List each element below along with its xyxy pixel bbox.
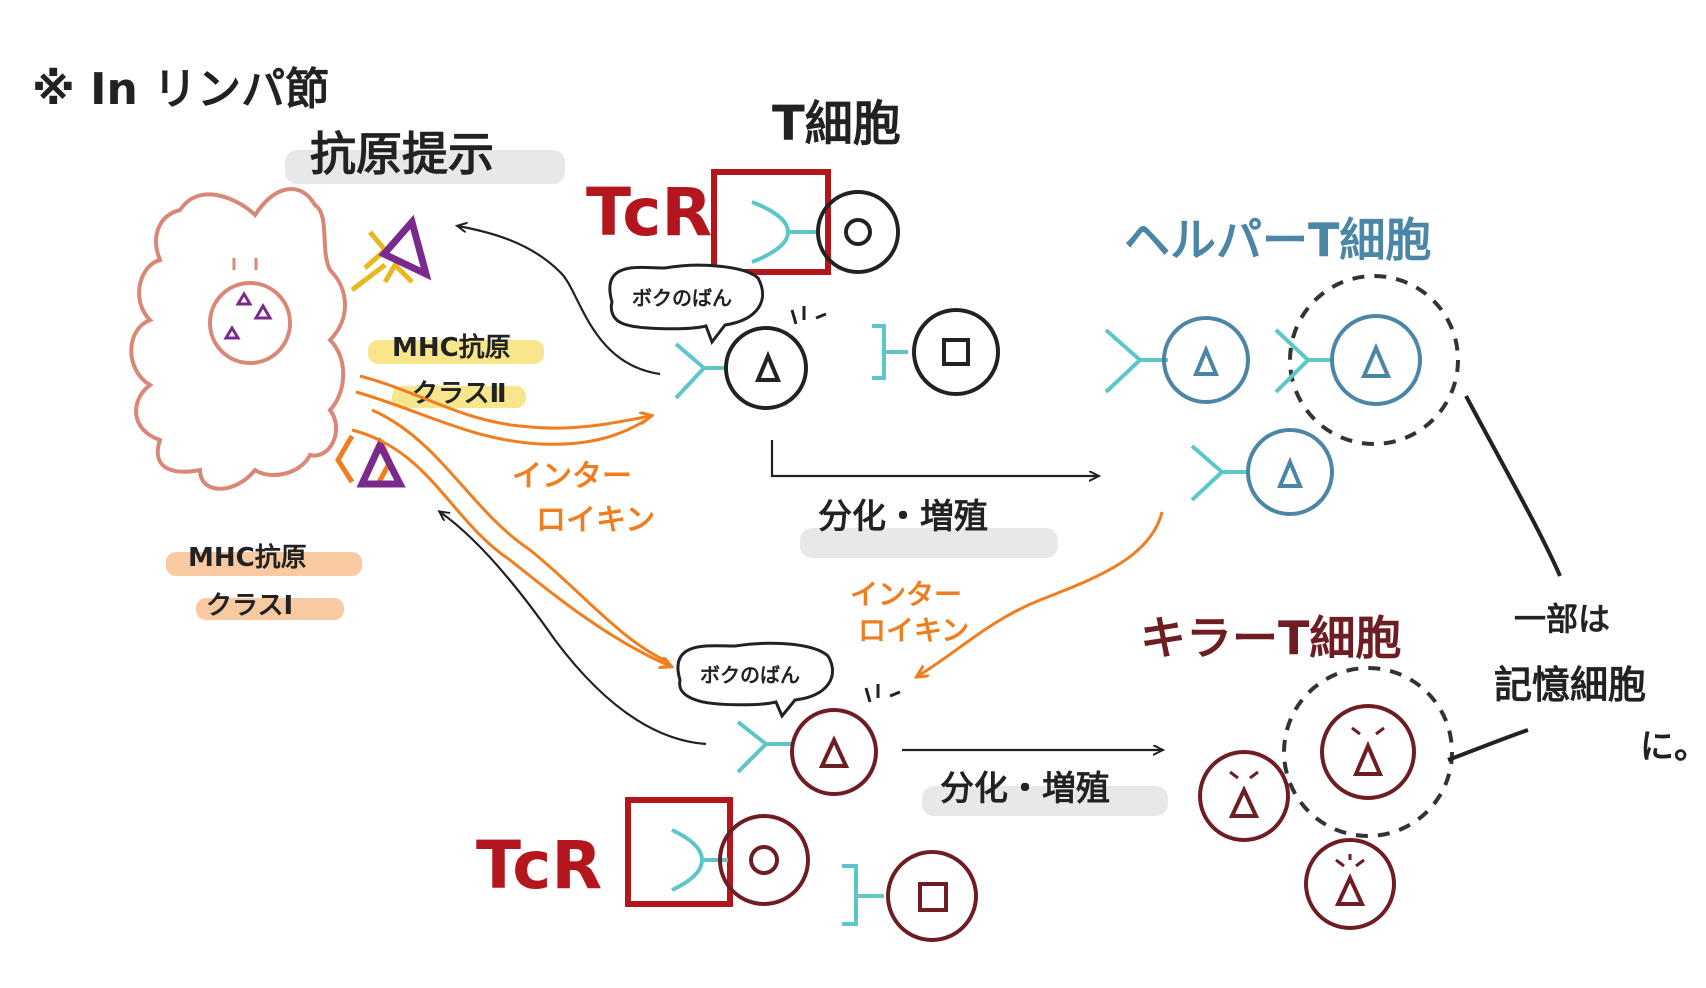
- svg-text:ボクのばん: ボクのばん: [632, 286, 732, 310]
- highlight-mhc2-line2: [392, 386, 526, 408]
- helper-t-cell-memory: [1274, 274, 1460, 446]
- differentiate-label-2: 分化・増殖: [940, 769, 1110, 809]
- tcr-box-bottom: [625, 797, 733, 907]
- mhc2-line2: クラスⅡ: [412, 379, 507, 409]
- svg-text:ボクのばん: ボクのばん: [700, 663, 800, 687]
- memory-note-line3: に。: [1640, 727, 1706, 767]
- killer-t-cell-memory: [1282, 666, 1454, 838]
- helper-t-title: ヘルパーT細胞: [1124, 213, 1431, 267]
- mhc-class1-antigen: [335, 434, 406, 488]
- interleukin2-line1: インター: [850, 578, 962, 611]
- memory-note-line1: 一部は: [1514, 600, 1610, 638]
- memory-note-line2: 記憶細胞: [1494, 663, 1646, 707]
- t-cell-square-top: [872, 308, 1000, 396]
- cytokine-arrow-2b: [371, 408, 669, 664]
- highlight-mhc2-line1: [368, 340, 544, 364]
- t-cell-activated-bottom: [736, 684, 901, 796]
- mhc1-line2: クラスⅠ: [206, 591, 293, 621]
- t-cell-activated-top: [674, 306, 827, 410]
- cytokine-arrow-1b: [355, 390, 647, 446]
- t-cell-circle-top: [751, 190, 900, 274]
- killer-t-title: キラーT細胞: [1140, 611, 1401, 665]
- differentiate-label-1: 分化・増殖: [818, 497, 988, 537]
- dendritic-cell: [129, 187, 347, 491]
- arrow-diff-top: [770, 440, 1098, 476]
- highlight-mhc1-line2: [196, 598, 344, 620]
- tcr-label-bottom: TcR: [476, 827, 602, 904]
- mhc1-line1: MHC抗原: [188, 542, 307, 573]
- helper-t-cell-1: [1104, 316, 1250, 404]
- tcr-label-top: TcR: [586, 174, 712, 251]
- mhc2-line1: MHC抗原: [392, 332, 511, 363]
- t-cell-circle-bottom: [671, 814, 810, 906]
- speech-bubble-bottom: ボクのばん: [676, 641, 834, 719]
- antigen-presentation-label: 抗原提示: [310, 127, 494, 181]
- killer-t-cell-1: [1198, 750, 1290, 842]
- cytokine-arrow-2: [351, 428, 670, 666]
- killer-t-cell-2: [1304, 838, 1396, 930]
- cytokine-arrow-3: [918, 511, 1164, 676]
- nucleus: [208, 281, 292, 365]
- tcr-box-top: [711, 169, 831, 275]
- highlight-mhc1-line1: [166, 552, 362, 576]
- interleukin2-line2: ロイキン: [858, 614, 969, 647]
- memory-line-bottom: [1447, 728, 1529, 762]
- arrow-to-antigen-bottom: [440, 512, 707, 746]
- lymph-node-note: ※ In リンパ節: [32, 64, 329, 115]
- helper-t-cell-2: [1190, 428, 1334, 516]
- highlight-diff1: [800, 528, 1058, 558]
- interleukin1-line1: インター: [512, 459, 632, 494]
- mhc-class2-antigen: [350, 214, 432, 292]
- speech-bubble-top: ボクのばん: [608, 263, 764, 346]
- interleukin1-line2: ロイキン: [536, 503, 655, 538]
- memory-line-top: [1464, 395, 1562, 577]
- t-cell-square-bottom: [842, 850, 978, 942]
- t-cell-title: T細胞: [772, 96, 901, 152]
- highlight-diff2: [922, 786, 1168, 816]
- highlight-antigen-presentation: [285, 150, 565, 184]
- arrow-to-antigen-top: [458, 226, 661, 376]
- cytokine-arrow-1: [359, 374, 650, 430]
